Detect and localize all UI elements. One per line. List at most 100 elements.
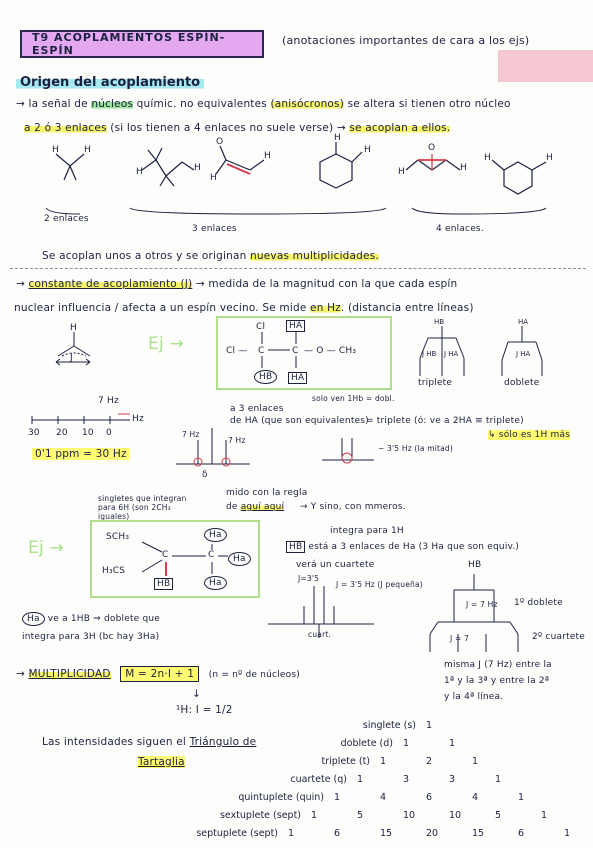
- ex2-singlets: singletes que integran para 6H (son 2CH₃…: [98, 494, 187, 521]
- svg-text:J HB: J HB: [421, 350, 437, 358]
- multiplicity-arrow: ↓: [192, 688, 201, 700]
- pascal-value: 1: [288, 828, 295, 839]
- spectrum-1: [176, 428, 250, 467]
- ex2-hb: HB: [154, 578, 174, 590]
- section-title: Origen del acoplamiento: [16, 75, 205, 90]
- pascal-value: 20: [426, 828, 439, 839]
- pascal-value: 2: [426, 756, 433, 767]
- tree-2: [429, 574, 519, 652]
- multiplicity-line: → MULTIPLICIDAD M = 2n·I + 1 (n = nº de …: [16, 666, 300, 682]
- ex2-ha-note-b: integra para 3H (bc hay 3Ha): [22, 632, 160, 642]
- ex1-triplet-eq: = triplete (ó: ve a 2HA ≡ triplete): [366, 416, 524, 426]
- ex1-ha-top: HA: [286, 320, 306, 332]
- pascal-row-name: cuartete (q): [290, 774, 347, 785]
- example-1-label: Ej →: [148, 334, 184, 354]
- svg-text:H: H: [210, 173, 217, 183]
- pascal-row-name: triplete (t): [321, 756, 370, 767]
- ex2-ha-2: Ha: [228, 552, 251, 566]
- pascal-value: 1: [495, 774, 502, 785]
- ex2-ha-1: Ha: [204, 528, 227, 542]
- svg-text:H: H: [84, 145, 91, 155]
- pascal-row-name: sextuplete (sept): [219, 810, 301, 821]
- ex1-cl-top: Cl: [256, 322, 266, 332]
- scale-hz: Hz: [132, 414, 144, 424]
- pascal-value: 5: [357, 810, 364, 821]
- scale-ruler: [31, 413, 130, 424]
- splitting-trees: HB HA J HB J HA J HA: [419, 318, 543, 376]
- ex2-rule2: de aguí aquí: [226, 502, 285, 512]
- ex2-quartet: verá un cuartete: [296, 560, 375, 570]
- ex1-three-bonds: a 3 enlaces: [230, 404, 284, 414]
- pascal-intro-2: Tartaglia: [138, 756, 185, 768]
- triplet-label: triplete: [418, 378, 453, 388]
- multiplicity-spin: ¹H: I = 1/2: [176, 704, 233, 716]
- pascal-value: 3: [449, 774, 456, 785]
- pascal-row-name: septuplete (sept): [196, 828, 278, 839]
- ex1-of-ha: de HA (que son equivalentes): [230, 416, 369, 426]
- scale-tick-20: 20: [56, 428, 68, 438]
- example-1-box: [216, 316, 392, 390]
- pascal-value: 1: [334, 792, 341, 803]
- svg-text:O: O: [428, 143, 435, 153]
- tree2-j7: J = 7 Hz: [466, 600, 498, 609]
- svg-text:H: H: [364, 145, 371, 155]
- ex2-hb-note: HB está a 3 enlaces de Ha (3 Ha que son …: [286, 541, 519, 553]
- svg-text:J HA: J HA: [443, 350, 459, 358]
- ex2-j35b: J = 3'5 Hz (J pequeña): [336, 580, 423, 589]
- ex2-sch3: SCH₃: [106, 532, 130, 542]
- bond-label-3: 3 enlaces: [192, 224, 237, 234]
- tree2-note1: misma J (7 Hz) entre la: [444, 660, 552, 670]
- doublet-label: doblete: [504, 378, 540, 388]
- ex2-cuart: cuart.: [308, 630, 332, 639]
- svg-text:H: H: [398, 167, 405, 177]
- tree2-note3: y la 4ª línea.: [444, 692, 504, 702]
- tree2-first: 1º doblete: [514, 598, 563, 608]
- ex2-bonds: [141, 541, 228, 576]
- tree2-hb: HB: [468, 560, 482, 570]
- svg-text:HA: HA: [518, 318, 528, 326]
- ex2-ha-3: Ha: [204, 576, 227, 590]
- svg-text:H: H: [546, 153, 553, 163]
- example-2-box: [90, 520, 260, 598]
- ex2-c2: C: [208, 550, 215, 560]
- ex1-hb: HB: [254, 370, 278, 384]
- pascal-value: 15: [472, 828, 485, 839]
- pascal-value: 6: [518, 828, 525, 839]
- pascal-value: 6: [426, 792, 433, 803]
- pascal-value: 1: [472, 756, 479, 767]
- pascal-value: 1: [426, 720, 433, 731]
- j-diagram: H J: [55, 323, 91, 366]
- ex1-ha-low: HA: [288, 372, 308, 384]
- pascal-value: 4: [472, 792, 479, 803]
- ex2-c1: C: [162, 550, 169, 560]
- constant-line-2: nuclear influencia / afecta a un espín v…: [14, 302, 474, 314]
- ex2-rule-arrow: → Y sino, con mmeros.: [300, 502, 406, 512]
- svg-text:H: H: [264, 151, 271, 161]
- pink-tab: [498, 50, 593, 82]
- ex2-h3cs: H₃CS: [102, 566, 126, 576]
- pascal-value: 10: [403, 810, 416, 821]
- svg-text:H: H: [460, 163, 467, 173]
- pascal-value: 1: [564, 828, 571, 839]
- pascal-value: 1: [518, 792, 525, 803]
- coupling-line: Se acoplan unos a otros y se originan nu…: [42, 250, 379, 262]
- separator-line: [10, 268, 586, 269]
- spectrum-2: [322, 438, 374, 464]
- page-subtitle: (anotaciones importantes de cara a los e…: [282, 34, 530, 47]
- example-2-label: Ej →: [28, 538, 64, 558]
- bond-group-braces: [45, 207, 547, 215]
- svg-text:J: J: [69, 353, 73, 363]
- svg-text:HB: HB: [434, 318, 444, 326]
- pascal-value: 10: [449, 810, 462, 821]
- svg-text:H: H: [484, 153, 491, 163]
- scale-top-label: 7 Hz: [98, 396, 119, 406]
- tree2-second: 2º cuartete: [532, 632, 586, 642]
- ex1-c1: C: [258, 346, 265, 356]
- scale-tick-0: 0: [106, 428, 112, 438]
- pascal-row-name: quintuplete (quin): [238, 792, 324, 803]
- tree2-j7b: J = 7: [450, 634, 470, 643]
- svg-text:H: H: [334, 133, 341, 143]
- ex1-c2: C: [292, 346, 299, 356]
- svg-text:H: H: [136, 167, 143, 177]
- spectrum-quartet: [268, 586, 374, 638]
